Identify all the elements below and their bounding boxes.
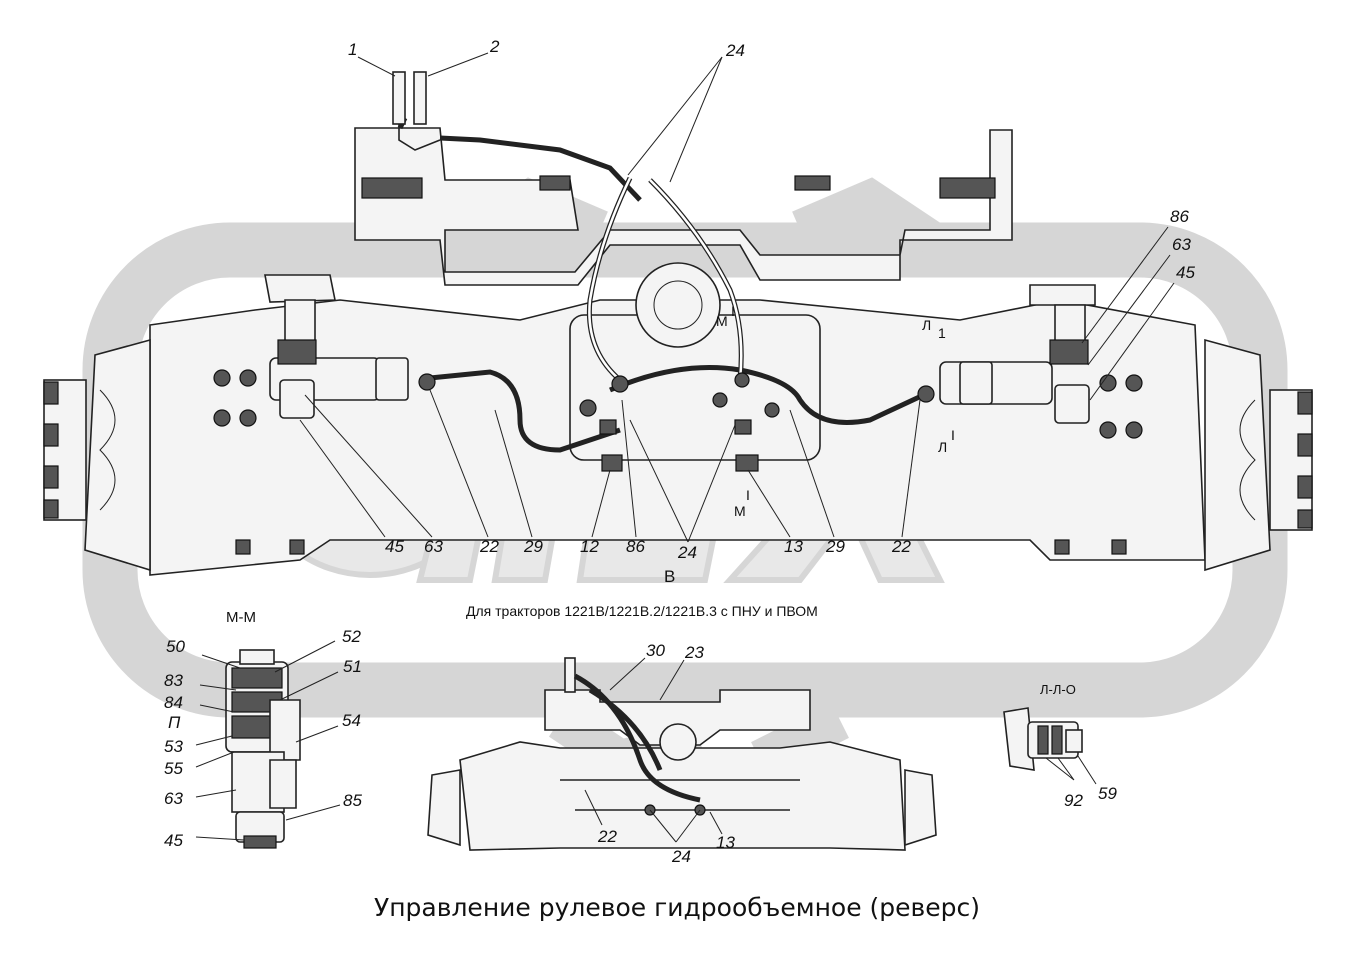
callout: 86	[1170, 207, 1189, 226]
callout: 2	[489, 37, 500, 56]
callout: 83	[164, 671, 183, 690]
cut-mark-m: М	[716, 313, 728, 329]
callout: 59	[1098, 784, 1117, 803]
callout: 50	[166, 637, 185, 656]
callout: 63	[164, 789, 183, 808]
cut-mark-m2: М	[734, 503, 746, 519]
callout: 1	[348, 40, 357, 59]
bottom-view-callouts: 30 23 22 24 13	[597, 641, 735, 866]
callout: 13	[784, 537, 803, 556]
cut-mark-i: I	[731, 303, 735, 319]
callout: 22	[891, 537, 911, 556]
callout: 22	[479, 537, 499, 556]
callout: 52	[342, 627, 361, 646]
callout: П	[168, 713, 181, 732]
callout: 92	[1064, 791, 1083, 810]
callout: 85	[343, 791, 362, 810]
cut-mark-l: Л	[922, 317, 931, 333]
cut-mark-l2: Л	[938, 439, 947, 455]
callout: 45	[164, 831, 183, 850]
callout: 51	[343, 657, 362, 676]
callout: 45	[385, 537, 404, 556]
figure-caption: Управление рулевое гидрообъемное (реверс…	[373, 893, 981, 922]
main-view-drawing	[43, 52, 1313, 576]
callout: 63	[424, 537, 443, 556]
main-callouts: 1 2 24 86 63 45 45 63 22 29 12 86 24 13 …	[348, 37, 1195, 562]
callout: 30	[646, 641, 665, 660]
view-note: Для тракторов 1221В/1221В.2/1221В.3 с ПН…	[466, 603, 818, 619]
callout: 55	[164, 759, 183, 778]
section-ll-drawing	[1003, 707, 1097, 785]
section-ll-title: Л-Л-О	[1040, 682, 1076, 697]
section-mm-callouts: 50 52 83 51 84 П 53 54 55 63 85 45	[164, 627, 362, 850]
callout: 29	[825, 537, 845, 556]
section-mm-title: М-М	[226, 609, 256, 626]
view-label: В	[664, 567, 675, 586]
callout: 13	[716, 833, 735, 852]
cut-marks: М I Л 1 Л I М I	[716, 303, 955, 519]
callout: 22	[597, 827, 617, 846]
callout: 84	[164, 693, 183, 712]
callout: 24	[725, 41, 745, 60]
section-ll-callouts: 59 92	[1064, 784, 1117, 810]
callout: 86	[626, 537, 645, 556]
callout: 12	[580, 537, 599, 556]
callout: 23	[684, 643, 704, 662]
cut-mark-l-num: 1	[938, 325, 946, 341]
callout: 24	[677, 543, 697, 562]
callout: 54	[342, 711, 361, 730]
callout: 63	[1172, 235, 1191, 254]
bottom-view-drawing	[427, 657, 937, 851]
callout: 45	[1176, 263, 1195, 282]
cut-mark-l2-num: I	[951, 427, 955, 443]
callout: 53	[164, 737, 183, 756]
callout: 29	[523, 537, 543, 556]
cut-mark-m2-num: I	[746, 487, 750, 503]
callout: 24	[671, 847, 691, 866]
section-mm-drawing	[195, 640, 341, 849]
